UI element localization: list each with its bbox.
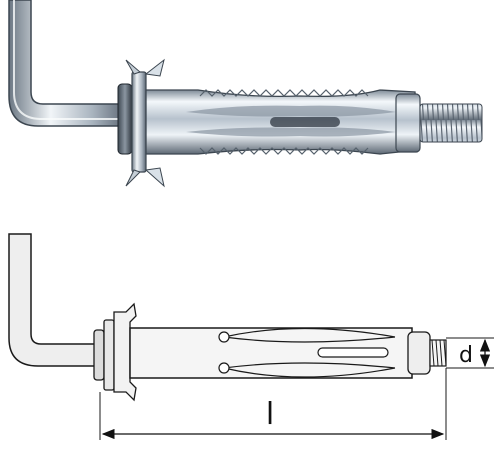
prong-bottom-photo [144,167,165,188]
collar-drawing [93,329,105,381]
prong-top-photo [144,58,165,77]
collar-photo [117,83,133,155]
hook-drawing [8,233,99,367]
flange-drawing [113,302,137,402]
sleeve-end-photo [395,93,421,153]
anchor-drawing: l d [8,233,494,440]
hook-photo [8,0,129,127]
thread-drawing [429,339,447,367]
length-label: l [266,397,274,432]
thread-photo [419,103,483,143]
anchor-photo [8,0,483,188]
diameter-label: d [459,343,473,368]
flange-photo [131,71,147,173]
